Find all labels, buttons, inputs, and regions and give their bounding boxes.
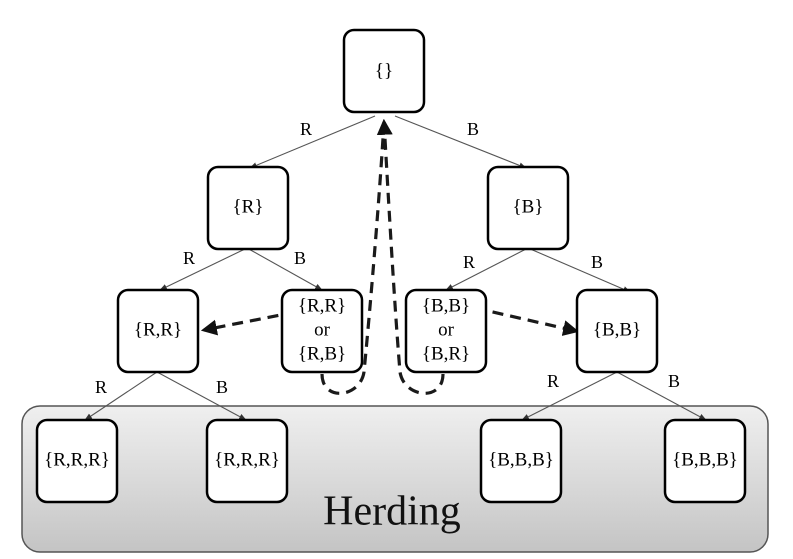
edge-rr-to-rrr-2 (156, 371, 247, 421)
edge-label-l1b-b: B (591, 252, 603, 272)
node-root: {} (342, 28, 426, 114)
node-level2-bb-or-br: {B,B} or {B,R} (404, 288, 488, 374)
node-level3-bbb-1: {B,B,B} (479, 418, 563, 504)
dashed-arrow-rb-to-rr (200, 310, 297, 336)
edge-root-to-b (394, 115, 527, 169)
node-label: {B,B} (422, 295, 470, 316)
dashed-loop-back-to-root (320, 122, 445, 395)
tree-edges (84, 115, 707, 421)
node-label: {} (375, 60, 393, 81)
node-level2-rr: {R,R} (116, 288, 200, 374)
node-label: {B} (513, 196, 544, 217)
node-level1-b: {B} (486, 165, 570, 251)
edge-label-root-b: B (467, 119, 479, 139)
node-label: {R,R,R} (44, 449, 110, 470)
edge-label-l2rr-r: R (95, 377, 107, 397)
node-level3-rrr-2: {R,R,R} (205, 418, 289, 504)
node-label: {R,B} (298, 343, 346, 364)
edge-bb-to-bbb-2 (616, 371, 707, 421)
herding-label: Herding (323, 489, 461, 535)
edge-label-l2bb-b: B (668, 371, 680, 391)
edge-r-to-rr (159, 247, 248, 291)
edge-label-l1r-b: B (294, 248, 306, 268)
node-level2-rr-or-rb: {R,R} or {R,B} (280, 288, 364, 374)
node-label: {R,R} (134, 319, 182, 340)
edge-b-to-bb (527, 247, 631, 293)
node-label: {B,B,B} (672, 449, 738, 470)
node-label: {R} (233, 196, 264, 217)
edge-bb-to-bbb-1 (521, 371, 618, 421)
node-label: or (438, 319, 455, 340)
edge-label-l2bb-r: R (547, 371, 559, 391)
node-label: {B,B} (593, 319, 641, 340)
node-label: {B,B,B} (488, 449, 554, 470)
edge-label-root-r: R (300, 119, 312, 139)
edge-root-to-r (249, 115, 376, 169)
node-level2-bb: {B,B} (575, 288, 659, 374)
node-level3-rrr-1: {R,R,R} (35, 418, 119, 504)
node-label: or (314, 319, 331, 340)
node-label: {B,R} (422, 343, 470, 364)
herding-region: Herding (21, 405, 769, 553)
edge-r-to-rb (246, 247, 323, 291)
dashed-herding-arrows (200, 122, 580, 395)
node-label: {R,R,R} (214, 449, 280, 470)
edge-labels: R B R B R B R B R B (95, 119, 680, 397)
node-level1-r: {R} (206, 165, 290, 251)
node-label: {R,R} (298, 295, 346, 316)
dashed-arrow-br-to-bb (474, 306, 580, 336)
edge-label-l2rr-b: B (216, 377, 228, 397)
node-level3-bbb-2: {B,B,B} (663, 418, 747, 504)
edge-label-l1b-r: R (463, 252, 475, 272)
edge-b-to-br (445, 247, 529, 291)
edge-label-l1r-r: R (183, 248, 195, 268)
edge-rr-to-rrr-1 (84, 371, 158, 421)
